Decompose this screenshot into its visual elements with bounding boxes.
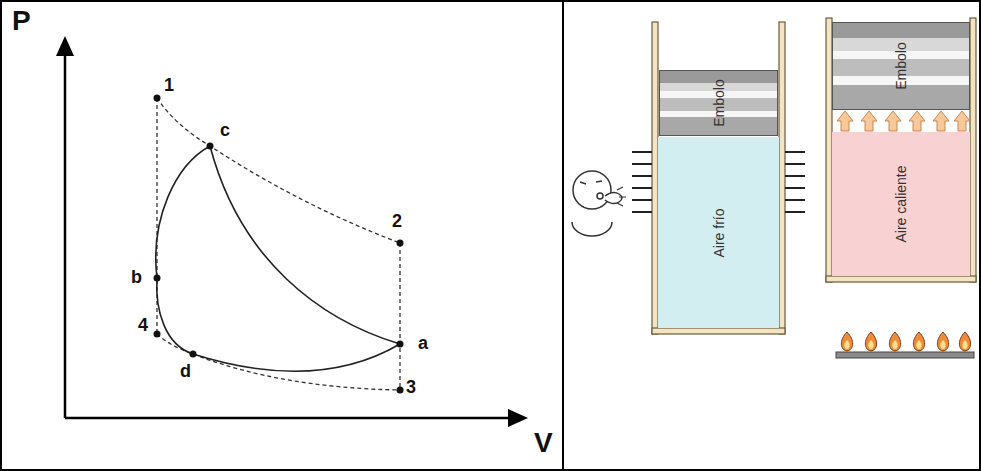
flame-core bbox=[844, 340, 849, 349]
node-text: Aire frío bbox=[711, 208, 727, 257]
axis-label: V bbox=[534, 428, 553, 459]
panel-divider bbox=[562, 1, 564, 470]
flame-core bbox=[962, 340, 967, 349]
state-label: d bbox=[180, 362, 191, 382]
state-label: c bbox=[220, 121, 230, 141]
flame-core bbox=[916, 340, 921, 349]
isotherm-dashed bbox=[157, 98, 400, 390]
flame-core bbox=[868, 340, 873, 349]
flame bbox=[913, 332, 924, 351]
pressure-arrow bbox=[954, 111, 970, 131]
snowman bbox=[572, 171, 626, 236]
flame bbox=[959, 332, 970, 351]
pressure-arrow bbox=[861, 111, 877, 131]
flame-core bbox=[892, 340, 897, 349]
pressure-arrow bbox=[837, 111, 853, 131]
state-label: 4 bbox=[138, 316, 148, 336]
burner bbox=[836, 332, 974, 358]
flame-core bbox=[940, 340, 945, 349]
flame bbox=[937, 332, 948, 351]
flame bbox=[841, 332, 852, 351]
state-label: 1 bbox=[164, 76, 174, 96]
cylinder bbox=[826, 18, 976, 282]
flames bbox=[841, 332, 970, 351]
axis-label: P bbox=[12, 6, 31, 37]
node-text: Aire caliente bbox=[893, 165, 909, 242]
state-label: a bbox=[418, 334, 428, 354]
pressure-arrow bbox=[909, 111, 925, 131]
flame bbox=[865, 332, 876, 351]
hot-air-region: Aire caliente bbox=[832, 132, 970, 276]
node-text: Embolo bbox=[893, 42, 909, 89]
piston: Embolo bbox=[659, 70, 778, 136]
piston: Embolo bbox=[832, 22, 970, 110]
state-label: 3 bbox=[406, 378, 416, 398]
state-label: b bbox=[131, 268, 142, 288]
node-text: Embolo bbox=[711, 79, 727, 126]
pressure-arrow bbox=[885, 111, 901, 131]
axes bbox=[56, 36, 528, 427]
pressure-arrow bbox=[933, 111, 949, 131]
cylinder bbox=[652, 22, 785, 334]
state-points bbox=[154, 95, 404, 394]
state-label: 2 bbox=[392, 212, 402, 232]
flame bbox=[889, 332, 900, 351]
cold-air-region: Aire frío bbox=[658, 137, 779, 328]
cycle-curve bbox=[156, 146, 400, 371]
